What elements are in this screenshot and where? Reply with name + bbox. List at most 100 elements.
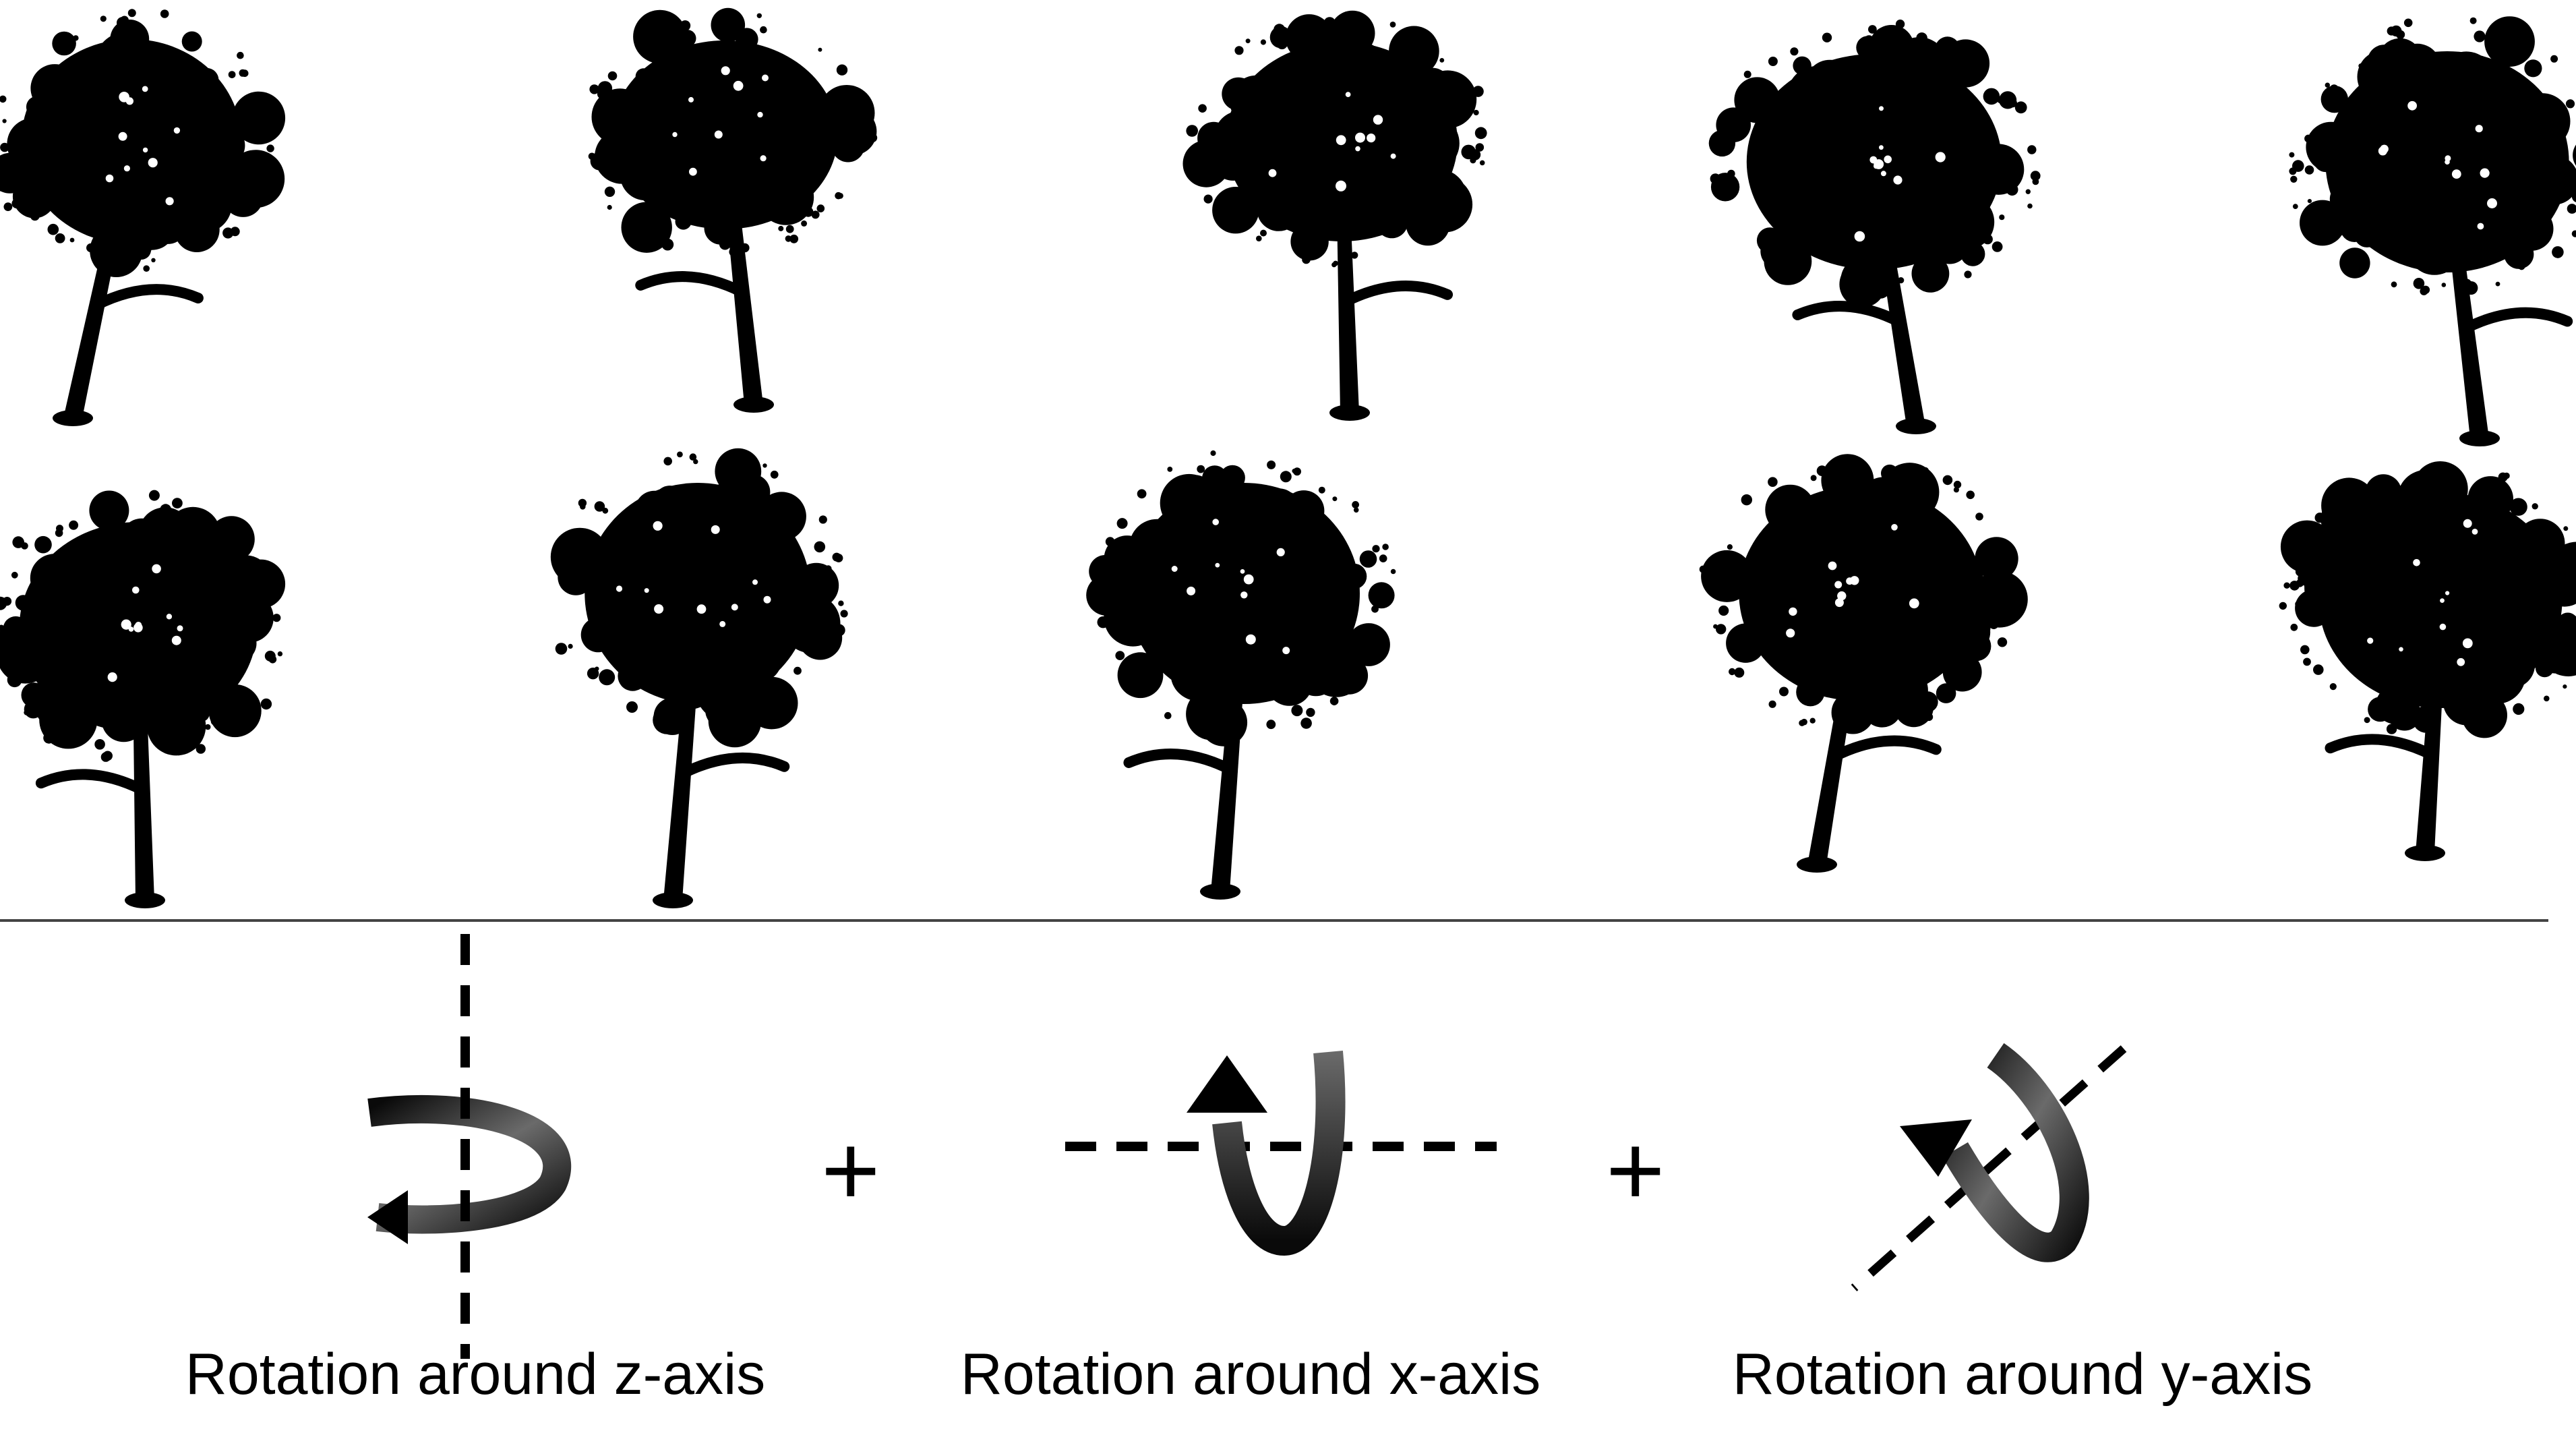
leaf-dot bbox=[1260, 230, 1267, 237]
leaf-dot bbox=[1117, 518, 1128, 529]
canopy-gap bbox=[2480, 169, 2490, 178]
canopy-gap bbox=[1786, 628, 1795, 637]
foliage-blob bbox=[1864, 50, 1903, 88]
foliage-blob bbox=[1416, 177, 1472, 233]
foliage-blob bbox=[213, 604, 259, 650]
leaf-dot bbox=[1398, 32, 1408, 42]
foliage-blob bbox=[1290, 223, 1328, 260]
leaf-dot bbox=[1300, 718, 1312, 729]
foliage-blob bbox=[736, 28, 758, 51]
foliage-blob bbox=[1709, 130, 1735, 156]
canopy-gap bbox=[1346, 92, 1351, 97]
leaf-dot bbox=[1999, 214, 2004, 220]
foliage-blob bbox=[785, 72, 810, 97]
leaf-dot bbox=[607, 205, 612, 210]
foliage-blob bbox=[705, 691, 743, 729]
caption-y-rotation: Rotation around y-axis bbox=[1685, 1345, 2360, 1403]
tree-view-10 bbox=[2279, 461, 2576, 861]
leaf-dot bbox=[260, 160, 266, 167]
leaf-dot bbox=[2293, 204, 2298, 209]
leaf-dot bbox=[1764, 235, 1769, 241]
foliage-blob bbox=[218, 695, 255, 732]
canopy-gap bbox=[645, 588, 649, 593]
foliage-blob bbox=[2504, 239, 2534, 269]
leaf-dot bbox=[2310, 132, 2316, 138]
foliage-blob bbox=[1820, 645, 1864, 690]
canopy-gap bbox=[2472, 529, 2478, 535]
leaf-dot bbox=[2295, 601, 2302, 608]
leaf-dot bbox=[1360, 633, 1369, 641]
leaf-dot bbox=[211, 718, 219, 726]
leaf-dot bbox=[55, 233, 65, 243]
leaf-dot bbox=[2470, 18, 2477, 24]
leaf-dot bbox=[3, 597, 11, 606]
leaf-dot bbox=[1293, 467, 1301, 475]
leaf-dot bbox=[1204, 195, 1213, 204]
tree-view-1 bbox=[0, 9, 285, 426]
leaf-dot bbox=[865, 108, 871, 114]
leaf-dot bbox=[2532, 503, 2538, 509]
canopy-gap bbox=[757, 112, 762, 117]
leaf-dot bbox=[1868, 25, 1877, 34]
leaf-dot bbox=[2303, 658, 2311, 666]
leaf-dot bbox=[1115, 651, 1125, 660]
foliage-blob bbox=[1726, 624, 1765, 663]
foliage-blob bbox=[702, 51, 717, 66]
foliage-blob bbox=[1358, 65, 1377, 84]
tree-base bbox=[1797, 856, 1837, 873]
foliage-blob bbox=[2376, 686, 2414, 724]
leaf-dot bbox=[1718, 556, 1727, 565]
leaf-dot bbox=[652, 219, 661, 229]
foliage-blob bbox=[1809, 507, 1824, 522]
leaf-dot bbox=[2387, 724, 2397, 734]
leaf-dot bbox=[693, 459, 698, 464]
leaf-dot bbox=[2296, 567, 2305, 577]
canopy-gap bbox=[1269, 169, 1277, 177]
leaf-dot bbox=[24, 710, 29, 715]
leaf-dot bbox=[2391, 281, 2397, 287]
leaf-dot bbox=[43, 732, 55, 744]
foliage-blob bbox=[2494, 527, 2548, 582]
leaf-dot bbox=[1998, 637, 2007, 647]
tree-branch bbox=[683, 758, 784, 773]
canopy-gap bbox=[106, 175, 114, 183]
leaf-dot bbox=[1379, 554, 1387, 562]
foliage-blob bbox=[1160, 474, 1218, 532]
canopy-gap bbox=[172, 636, 181, 645]
leaf-dot bbox=[1722, 145, 1728, 151]
canopy-gap bbox=[672, 132, 677, 137]
tree-branch bbox=[1797, 306, 1898, 322]
leaf-dot bbox=[269, 655, 277, 664]
leaf-dot bbox=[1198, 104, 1207, 113]
canopy-gap bbox=[1893, 175, 1902, 184]
canopy-gap bbox=[733, 81, 744, 91]
leaf-dot bbox=[2015, 101, 2027, 113]
foliage-blob bbox=[2365, 474, 2401, 510]
canopy-gap bbox=[132, 587, 140, 594]
leaf-dot bbox=[237, 52, 244, 59]
foliage-blob bbox=[205, 125, 245, 166]
leaf-dot bbox=[1713, 624, 1718, 629]
leaf-dot bbox=[1196, 718, 1201, 723]
canopy-gap bbox=[1172, 566, 1178, 572]
canopy-gap bbox=[1881, 171, 1886, 176]
leaf-dot bbox=[1779, 687, 1789, 697]
foliage-blob bbox=[1219, 188, 1252, 221]
foliage-blob bbox=[1970, 163, 1990, 183]
leaf-dot bbox=[1741, 494, 1752, 505]
leaf-dot bbox=[1817, 465, 1828, 476]
leaf-dot bbox=[1188, 132, 1192, 136]
leaf-dot bbox=[1925, 713, 1933, 721]
foliage-blob bbox=[1900, 643, 1917, 660]
foliage-blob bbox=[52, 32, 76, 56]
leaf-dot bbox=[1907, 707, 1917, 717]
leaf-dot bbox=[661, 239, 673, 251]
leaf-dot bbox=[1197, 465, 1205, 473]
tree-base bbox=[2459, 430, 2500, 446]
leaf-dot bbox=[1811, 475, 1817, 481]
leaf-dot bbox=[1721, 566, 1731, 577]
leaf-dot bbox=[1256, 235, 1262, 241]
leaf-dot bbox=[2474, 30, 2485, 42]
leaf-dot bbox=[1302, 256, 1311, 264]
